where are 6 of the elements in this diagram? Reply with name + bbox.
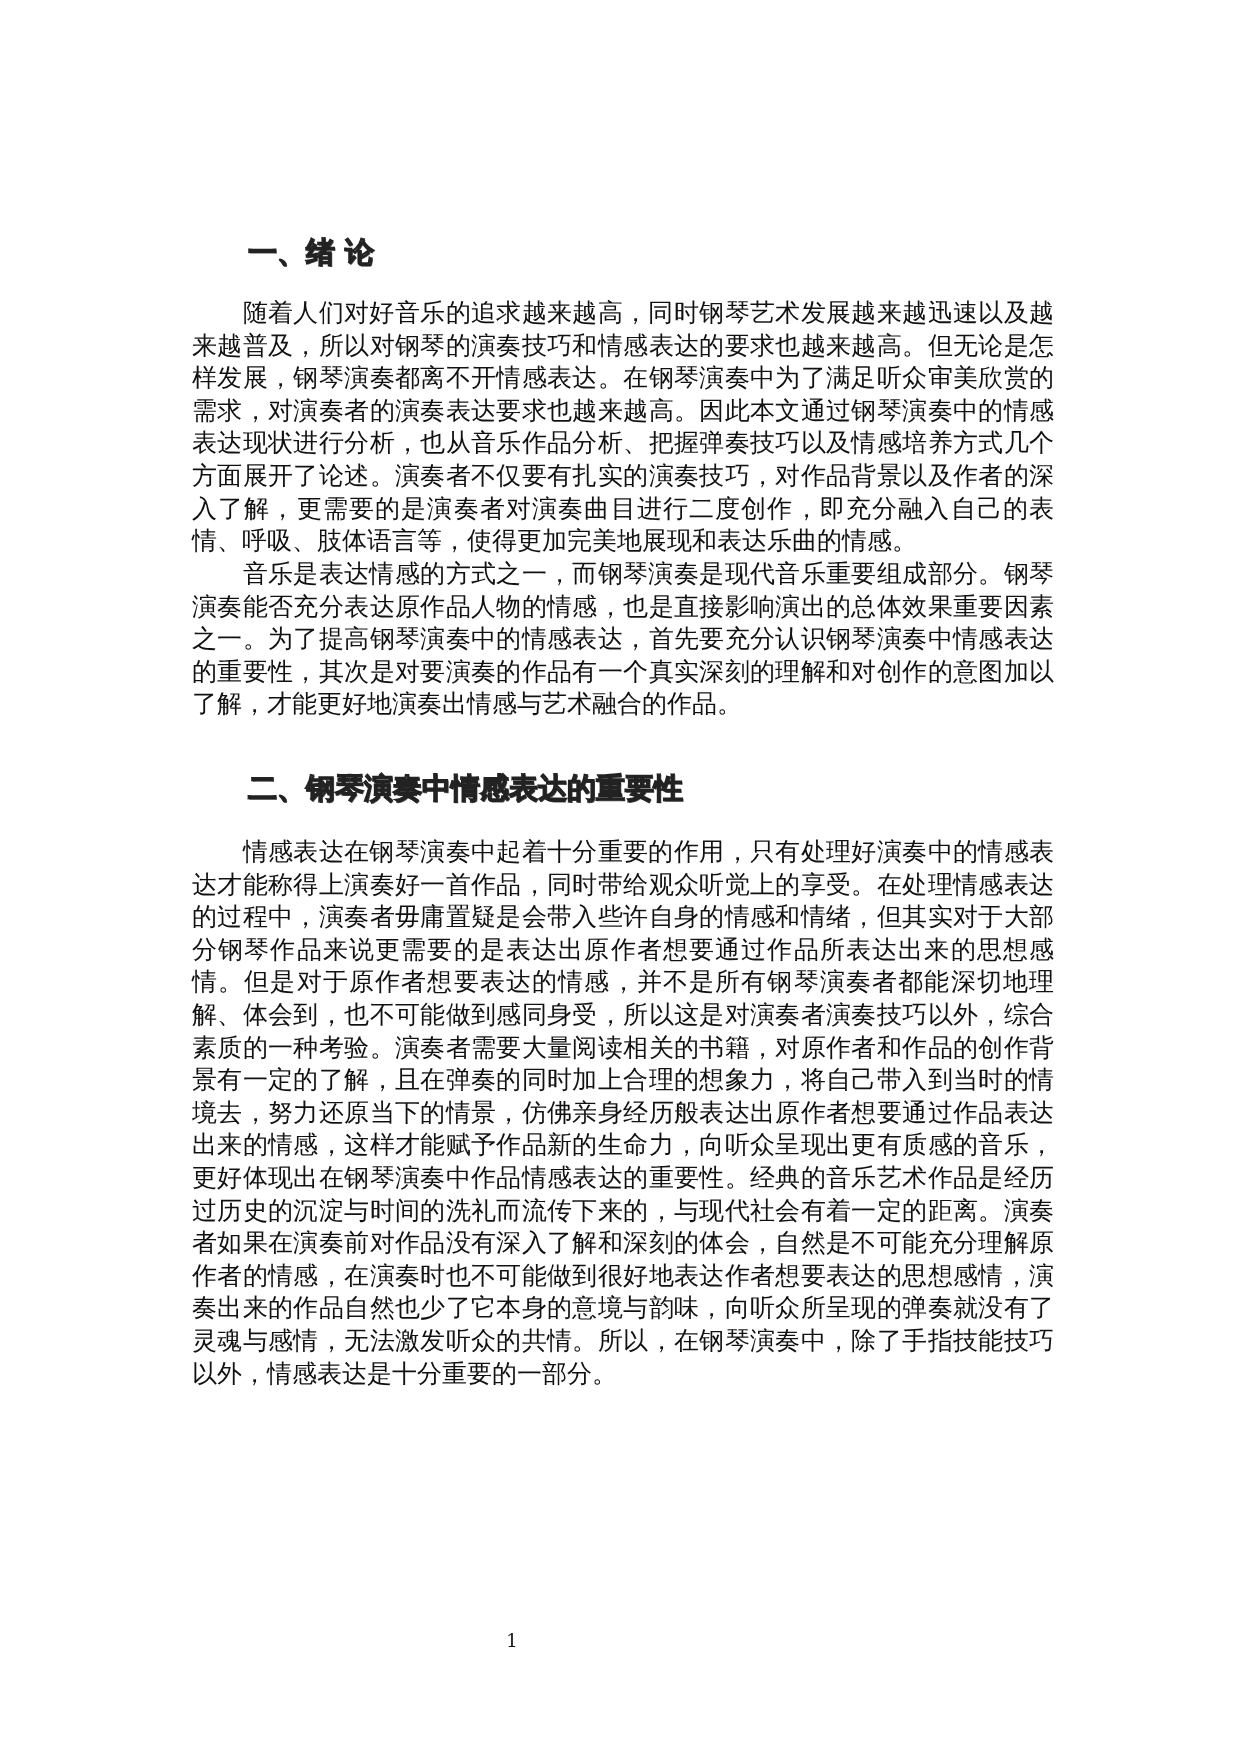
paragraph: 随着人们对好音乐的追求越来越高，同时钢琴艺术发展越来越迅速以及越来越普及，所以对钢琴的演奏技巧和情感表达的要求也越来越高。但无论是怎样发展，钢琴演奏都离不开情感表达。在钢琴演奏中为了满足听众审美欣赏的需求，对演奏者的演奏表达要求也越来越高。因此本文通过钢琴演奏中的情感表达现状进行分析，也从音乐作品分析、把握弹奏技巧以及情感培养方式几个方面展开了论述。演奏者不仅要有扎实的演奏技巧，对作品背景以及作者的深入了解，更需要的是演奏者对演奏曲目进行二度创作，即充分融入自己的表情、呼吸、肢体语言等，使得更加完美地展现和表达乐曲的情感。 <box>192 297 1054 558</box>
paragraph: 音乐是表达情感的方式之一，而钢琴演奏是现代音乐重要组成部分。钢琴演奏能否充分表达原作品人物的情感，也是直接影响演出的总体效果重要因素之一。为了提高钢琴演奏中的情感表达，首先要充分认识钢琴演奏中情感表达的重要性，其次是对要演奏的作品有一个真实深刻的理解和对创作的意图加以了解，才能更好地演奏出情感与艺术融合的作品。 <box>192 558 1054 721</box>
paragraph: 情感表达在钢琴演奏中起着十分重要的作用，只有处理好演奏中的情感表达才能称得上演奏好一首作品，同时带给观众听觉上的享受。在处理情感表达的过程中，演奏者毋庸置疑是会带入些许自身的情感和情绪，但其实对于大部分钢琴作品来说更需要的是表达出原作者想要通过作品所表达出来的思想感情。但是对于原作者想要表达的情感，并不是所有钢琴演奏者都能深切地理解、体会到，也不可能做到感同身受，所以这是对演奏者演奏技巧以外，综合素质的一种考验。演奏者需要大量阅读相关的书籍，对原作者和作品的创作背景有一定的了解，且在弹奏的同时加上合理的想象力，将自己带入到当时的情境去，努力还原当下的情景，仿佛亲身经历般表达出原作者想要通过作品表达出来的情感，这样才能赋予作品新的生命力，向听众呈现出更有质感的音乐，更好体现出在钢琴演奏中作品情感表达的重要性。经典的音乐艺术作品是经历过历史的沉淀与时间的洗礼而流传下来的，与现代社会有着一定的距离。演奏者如果在演奏前对作品没有深入了解和深刻的体会，自然是不可能充分理解原作者的情感，在演奏时也不可能做到很好地表达作者想要表达的思想感情，演奏出来的作品自然也少了它本身的意境与韵味，向听众所呈现的弹奏就没有了灵魂与感情，无法激发听众的共情。所以，在钢琴演奏中，除了手指技能技巧以外，情感表达是十分重要的一部分。 <box>192 836 1054 1390</box>
section-heading: 二、钢琴演奏中情感表达的重要性 <box>248 770 683 807</box>
section-heading: 一、绪 论 <box>248 234 375 271</box>
page-number: 1 <box>505 1630 519 1651</box>
